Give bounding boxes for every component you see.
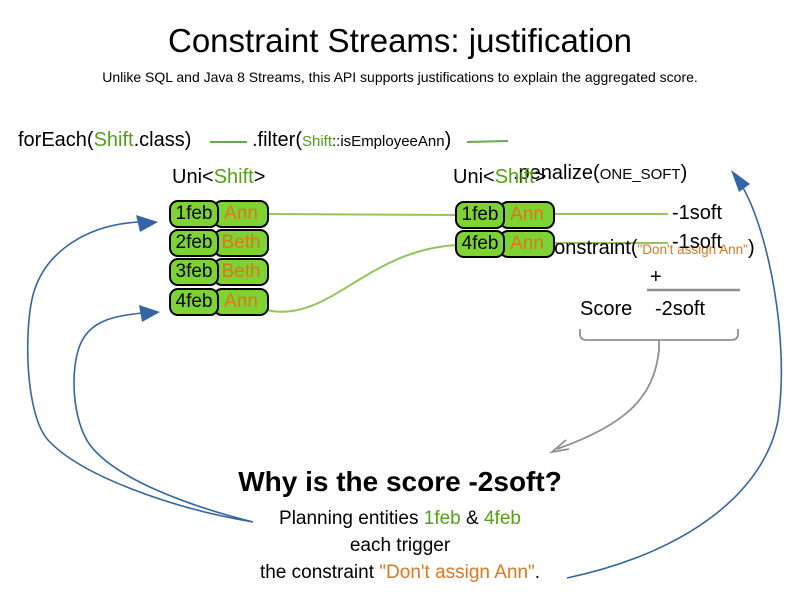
penalty-1: -1soft xyxy=(672,202,723,224)
explanation-line-1: Planning entities 1feb & 4feb xyxy=(0,508,800,530)
shift-employee-box: Beth xyxy=(213,258,269,286)
shift-date-box: 2feb xyxy=(169,229,219,257)
code-foreach-rest: .class xyxy=(133,129,185,151)
shift-date-box: 1feb xyxy=(169,200,219,228)
code-foreach-fn: forEach( xyxy=(18,129,94,151)
explanation-line1-pre: Planning entities xyxy=(279,508,424,529)
code-foreach-close: ) xyxy=(184,129,192,151)
left-stream-label-type: Shift xyxy=(213,166,254,188)
right-stream-row-2: 4feb Ann xyxy=(455,230,555,258)
code-filter-arg-rest: ::isEmployeeAnn xyxy=(332,133,445,150)
justification-arrowhead-1feb xyxy=(136,215,158,232)
justification-arrowhead-4feb xyxy=(139,305,160,322)
explanation-entity-2: 4feb xyxy=(483,508,521,529)
left-stream-row-2: 2feb Beth xyxy=(169,229,269,257)
slide-title: Constraint Streams: justification xyxy=(167,22,632,59)
explanation-line1-amp: & xyxy=(460,508,484,529)
score-label: Score xyxy=(580,298,633,320)
plus-sign: + xyxy=(650,266,662,288)
penalty-2: -1soft xyxy=(672,231,723,253)
right-stream-row-1: 1feb Ann xyxy=(455,201,555,229)
shift-employee-box: Beth xyxy=(213,229,269,257)
right-stream-label-type: Shift xyxy=(494,166,535,188)
left-stream-label-post: > xyxy=(253,166,266,188)
code-foreach-arg: Shift xyxy=(93,129,134,151)
shift-date-box: 4feb xyxy=(455,230,505,258)
explanation-arrowhead xyxy=(548,439,570,454)
slide-subtitle: Unlike SQL and Java 8 Streams, this API … xyxy=(102,69,698,85)
right-stream-label: Uni<Shift> xyxy=(453,166,546,189)
explanation-arrow xyxy=(556,349,660,450)
shift-employee-box: Ann xyxy=(499,230,555,258)
code-penalize-arg: ONE_SOFT xyxy=(599,166,681,183)
left-stream-label: Uni<Shift> xyxy=(172,166,265,189)
explanation-line-3: the constraint "Don't assign Ann". xyxy=(0,562,800,584)
shift-employee-box: Ann xyxy=(213,200,269,228)
shift-date-box: 4feb xyxy=(169,288,219,316)
explanation-line-2: each trigger xyxy=(349,535,451,556)
stream-connector-1feb xyxy=(266,213,458,216)
code-penalize: .penalize(ONE_SOFT) xyxy=(513,159,755,188)
right-stream-label-pre: Uni< xyxy=(453,166,495,188)
left-stream-label-pre: Uni< xyxy=(172,166,214,188)
shift-date-box: 3feb xyxy=(169,258,219,286)
shift-date-box: 1feb xyxy=(455,201,505,229)
code-penalize-close: ) xyxy=(680,162,688,184)
left-stream-row-1: 1feb Ann xyxy=(169,200,269,228)
code-filter-arg-type: Shift xyxy=(302,133,333,150)
code-connector-2 xyxy=(466,140,509,143)
shift-employee-box: Ann xyxy=(213,288,269,316)
shift-employee-box: Ann xyxy=(499,201,555,229)
explanation-constraint-name: "Don't assign Ann" xyxy=(379,562,535,583)
explanation-line3-pre: the constraint xyxy=(259,562,380,583)
left-stream-row-4: 4feb Ann xyxy=(169,288,269,316)
explanation-line3-post: . xyxy=(534,562,541,583)
explanation-entity-1: 1feb xyxy=(423,508,461,529)
code-asconstraint-close: ) xyxy=(747,237,755,259)
stream-connector-4feb xyxy=(265,244,458,313)
code-foreach: forEach(Shift.class) xyxy=(18,129,191,152)
code-filter: .filter(Shift::isEmployeeAnn) xyxy=(252,129,451,152)
code-filter-close: ) xyxy=(444,129,452,151)
left-stream-row-3: 3feb Beth xyxy=(169,258,269,286)
why-heading: Why is the score -2soft? xyxy=(238,466,562,497)
code-asconstraint-arg: "Don't assign Ann" xyxy=(637,242,748,257)
right-stream-label-post: > xyxy=(534,166,547,188)
code-filter-fn: .filter( xyxy=(252,129,302,151)
sum-brace xyxy=(579,329,739,350)
code-penalize-fn: .penalize( xyxy=(513,162,600,184)
score-total: -2soft xyxy=(655,298,706,320)
